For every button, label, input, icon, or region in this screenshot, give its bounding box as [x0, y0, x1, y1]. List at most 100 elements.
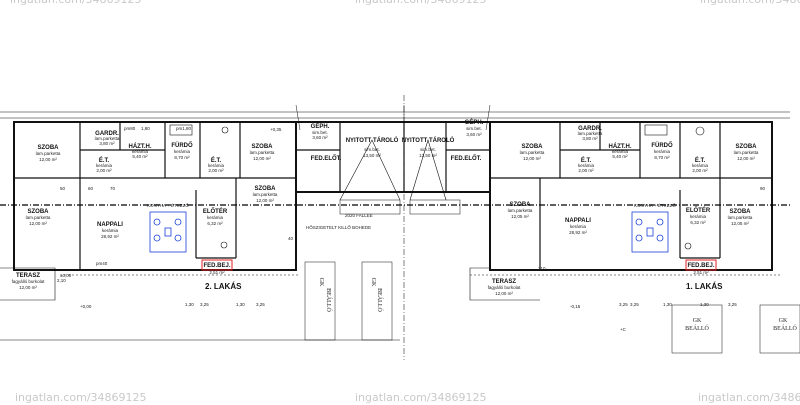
dim-label: 210 — [538, 266, 546, 271]
unit-label-1: 1. LAKÁS — [686, 282, 723, 291]
svg-text:kerámia: kerámia — [690, 214, 707, 219]
room-szoba-r2: SZOBA lam.parketta 12,00 m² — [734, 144, 759, 161]
svg-text:5,40 m²: 5,40 m² — [132, 154, 148, 159]
parking-2-line1: GK — [370, 278, 376, 287]
watermark-top-right: ingatlan.com/34869125 — [700, 0, 800, 6]
dim-label: 1,30 — [700, 302, 709, 307]
room-terasz-r: TERASZ fagyálló burkolat 12,00 m² — [488, 279, 522, 296]
level-mark-2: +0,35 — [270, 127, 282, 132]
svg-text:28,92 m²: 28,92 m² — [569, 230, 587, 235]
dim-label: pm1,80 — [176, 126, 192, 131]
dim-label: 1,80 — [141, 126, 150, 131]
svg-text:FÜRDŐ: FÜRDŐ — [651, 142, 673, 149]
svg-text:kerámia: kerámia — [174, 149, 191, 154]
svg-text:NYITOTT TÁROLÓ: NYITOTT TÁROLÓ — [346, 136, 399, 144]
dim-label: HŐSZIGETELT KILLŐ BOHEDE — [306, 224, 371, 230]
room-gephaz-r: GÉPH. sim.bet. 3,60 m² — [465, 118, 484, 137]
watermark-bottom-left: ingatlan.com/34869125 — [15, 391, 147, 404]
svg-text:ELŐTÉR: ELŐTÉR — [203, 207, 228, 215]
level-mark-1: ±0,00 — [60, 273, 72, 278]
svg-text:GÉPH.: GÉPH. — [311, 122, 330, 130]
parking-3-line2: BEÁLLÓ — [685, 324, 709, 332]
parking-1-line2: BEÁLLÓ — [325, 288, 333, 312]
room-eloter: ELŐTÉR kerámia 6,32 m² — [203, 207, 228, 226]
svg-text:3,60 m²: 3,60 m² — [466, 132, 482, 137]
svg-text:kerámia: kerámia — [96, 163, 113, 168]
watermark-top-left: ingatlan.com/34869125 — [10, 0, 142, 6]
parking-1-line1: GK — [318, 278, 324, 287]
svg-text:lam.parketta: lam.parketta — [26, 215, 51, 220]
room-haztartasi-r: HÁZT.H. kerámia 5,40 m² — [609, 143, 632, 159]
dim-label: 70 — [110, 186, 116, 191]
room-szoba-4: SZOBA lam.parketta 12,00 m² — [26, 209, 51, 226]
svg-text:3,80 m²: 3,80 m² — [582, 136, 598, 141]
room-szoba-r1: SZOBA lam.parketta 12,00 m² — [520, 144, 545, 161]
svg-text:2,00 m²: 2,00 m² — [692, 168, 708, 173]
svg-text:2,00 m²: 2,00 m² — [96, 168, 112, 173]
svg-text:lam.parketta: lam.parketta — [728, 215, 753, 220]
dim-label: 50 — [60, 186, 66, 191]
svg-text:lam.parketta: lam.parketta — [734, 150, 759, 155]
svg-text:SZOBA: SZOBA — [510, 202, 532, 208]
room-gephaz: GÉPH. sim.bet. 3,60 m² — [311, 122, 330, 140]
svg-text:12,00 m²: 12,00 m² — [39, 157, 57, 162]
svg-text:28,92 m²: 28,92 m² — [101, 234, 119, 239]
svg-text:É.T.: É.T. — [695, 156, 706, 164]
dim-label: 1,30 — [663, 302, 672, 307]
interior-walls-right — [490, 122, 772, 270]
svg-text:sim.bet.: sim.bet. — [364, 147, 380, 152]
watermark-bottom-mid: ingatlan.com/34869125 — [355, 391, 487, 404]
svg-text:NYITOTT TÁROLÓ: NYITOTT TÁROLÓ — [402, 136, 455, 144]
svg-text:12,00 m²: 12,00 m² — [737, 156, 755, 161]
svg-text:É.T.: É.T. — [581, 156, 592, 164]
room-szoba-r3: SZOBA lam.parketta 12,05 m² — [508, 202, 533, 219]
room-et-r1: É.T. kerámia 2,00 m² — [578, 156, 595, 173]
svg-text:FÜRDŐ: FÜRDŐ — [171, 142, 193, 149]
svg-text:8,70 m²: 8,70 m² — [654, 155, 670, 160]
dim-label: 3,25 — [630, 302, 639, 307]
room-szoba-2: SZOBA lam.parketta 12,00 m² — [250, 144, 275, 161]
svg-text:kerámia: kerámia — [132, 149, 149, 154]
kitchen-fixtures-left — [149, 211, 187, 253]
svg-text:SZOBA: SZOBA — [730, 209, 752, 215]
room-fed-elot: FED.ELŐT. — [311, 155, 342, 162]
room-nappali: NAPPALI kerámia 28,92 m² — [97, 222, 123, 239]
svg-text:kerámia: kerámia — [207, 215, 224, 220]
parking-lines — [0, 261, 800, 354]
svg-text:FED.BEJ.: FED.BEJ. — [687, 263, 714, 269]
dim-label: 40 — [288, 236, 294, 241]
svg-text:NAPPALI: NAPPALI — [97, 222, 123, 228]
svg-text:sim.bet.: sim.bet. — [312, 130, 328, 135]
room-furdo-r: FÜRDŐ kerámia 8,70 m² — [651, 142, 673, 160]
dim-label: 1,30 — [185, 302, 194, 307]
svg-text:5,40 m²: 5,40 m² — [612, 154, 628, 159]
svg-text:8,70 m²: 8,70 m² — [174, 155, 190, 160]
rooms-left: SZOBA lam.parketta 12,00 m² GARDR. lam.p… — [12, 122, 399, 290]
svg-text:lam.parketta: lam.parketta — [253, 192, 278, 197]
room-nyitott-tarolo-r: NYITOTT TÁROLÓ sim.bet. 13,50 m² — [402, 136, 455, 158]
unit-label-2: 2. LAKÁS — [205, 282, 242, 291]
room-gardr: GARDR. lam.parketta 3,80 m² — [95, 131, 120, 146]
svg-text:kerámia: kerámia — [208, 163, 225, 168]
room-fed-bej-r: FED.BEJ. 2,51 m² — [687, 263, 714, 275]
room-konyha-etkezo: KONYHA + ÉTKEZŐ — [147, 202, 189, 208]
dim-label: 2020 FALLEE — [345, 213, 373, 218]
svg-text:SZOBA: SZOBA — [38, 145, 60, 151]
svg-text:6,32 m²: 6,32 m² — [207, 221, 223, 226]
svg-text:6,32 m²: 6,32 m² — [690, 220, 706, 225]
svg-text:12,00 m²: 12,00 m² — [19, 285, 37, 290]
bath-fixtures — [169, 124, 705, 250]
entrance-markers — [201, 259, 717, 271]
svg-text:lam.parketta: lam.parketta — [250, 150, 275, 155]
svg-text:É.T.: É.T. — [211, 156, 222, 164]
parking-4-line1: GK — [779, 318, 788, 324]
dim-label: 1,30 — [236, 302, 245, 307]
rooms-right: NYITOTT TÁROLÓ sim.bet. 13,50 m² GÉPH. s… — [402, 118, 759, 296]
room-haztartasi: HÁZT.H. kerámia 5,40 m² — [129, 143, 152, 159]
svg-text:kerámia: kerámia — [692, 163, 709, 168]
svg-text:TERASZ: TERASZ — [492, 279, 516, 285]
svg-text:TERASZ: TERASZ — [16, 273, 40, 279]
svg-text:sim.bet.: sim.bet. — [420, 147, 436, 152]
parking-2-line2: BEÁLLÓ — [376, 288, 384, 312]
dim-label: pm80 — [124, 126, 136, 131]
